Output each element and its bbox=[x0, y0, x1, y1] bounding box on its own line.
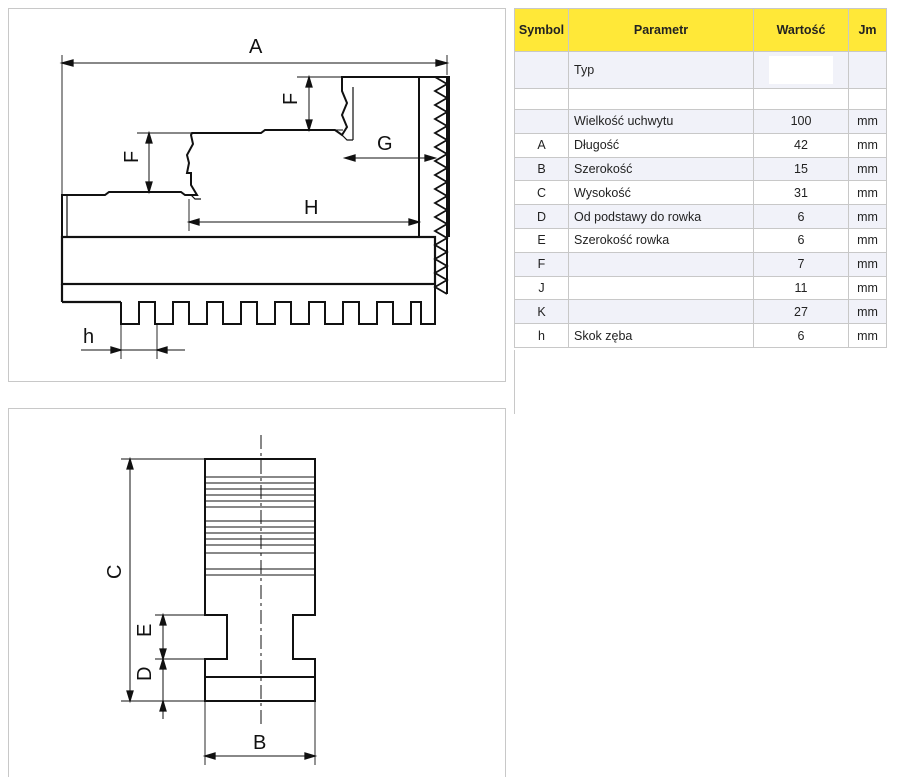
table-row: E Szerokość rowka 6 mm bbox=[514, 227, 887, 253]
dimension-label-b: B bbox=[253, 732, 266, 754]
right-teeth bbox=[433, 76, 449, 295]
table-row-size: Wielkość uchwytu 100 mm bbox=[514, 109, 887, 134]
row-unit: mm bbox=[848, 275, 887, 301]
size-value: 100 bbox=[753, 109, 849, 134]
header-unit: Jm bbox=[848, 8, 887, 52]
row-symbol: E bbox=[514, 227, 569, 253]
row-value: 27 bbox=[753, 299, 849, 325]
dimension-label-e: E bbox=[134, 624, 156, 637]
typ-value-box bbox=[769, 56, 833, 84]
row-symbol: J bbox=[514, 275, 569, 301]
parameter-table: Symbol Parametr Wartość Jm Typ Wielkość … bbox=[514, 8, 887, 348]
table-row: C Wysokość 31 mm bbox=[514, 180, 887, 206]
table-row: B Szerokość 15 mm bbox=[514, 156, 887, 182]
row-unit: mm bbox=[848, 180, 887, 206]
dimension-label-c: C bbox=[104, 565, 126, 579]
row-symbol: F bbox=[514, 251, 569, 277]
header-value: Wartość bbox=[753, 8, 849, 52]
row-symbol: B bbox=[514, 156, 569, 182]
parameter-table-container: Symbol Parametr Wartość Jm Typ Wielkość … bbox=[514, 8, 887, 414]
row-symbol: A bbox=[514, 132, 569, 158]
side-view-drawing: A F F G H h bbox=[59, 36, 450, 359]
dimension-label-f-upper: F bbox=[280, 93, 302, 105]
jaw-base-body bbox=[60, 235, 437, 286]
row-value: 11 bbox=[753, 275, 849, 301]
row-value: 7 bbox=[753, 251, 849, 277]
row-unit: mm bbox=[848, 299, 887, 325]
row-value: 15 bbox=[753, 156, 849, 182]
table-header-row: Symbol Parametr Wartość Jm bbox=[514, 8, 887, 52]
row-symbol: h bbox=[514, 323, 569, 348]
table-row: A Długość 42 mm bbox=[514, 132, 887, 158]
front-view-drawing-panel: C E D B bbox=[8, 408, 506, 777]
row-parameter: Szerokość rowka bbox=[568, 227, 754, 253]
row-unit: mm bbox=[848, 251, 887, 277]
table-row: D Od podstawy do rowka 6 mm bbox=[514, 204, 887, 229]
row-value: 42 bbox=[753, 132, 849, 158]
dimension-label-h-small: h bbox=[83, 326, 94, 348]
row-parameter: Długość bbox=[568, 132, 754, 158]
size-unit: mm bbox=[848, 109, 887, 134]
dimension-label-f-lower: F bbox=[121, 151, 143, 163]
row-symbol: K bbox=[514, 299, 569, 325]
size-label: Wielkość uchwytu bbox=[568, 109, 754, 134]
row-parameter: Skok zęba bbox=[568, 323, 754, 348]
step-profile bbox=[61, 76, 450, 237]
row-symbol: C bbox=[514, 180, 569, 206]
row-value: 6 bbox=[753, 227, 849, 253]
row-unit: mm bbox=[848, 156, 887, 182]
row-parameter bbox=[568, 275, 754, 301]
row-value: 6 bbox=[753, 323, 849, 348]
table-row: h Skok zęba 6 mm bbox=[514, 323, 887, 348]
table-row-typ: Typ bbox=[514, 51, 887, 89]
row-value: 6 bbox=[753, 204, 849, 229]
row-unit: mm bbox=[848, 204, 887, 229]
dimension-label-d: D bbox=[134, 667, 156, 681]
side-view-drawing-panel: A F F G H h bbox=[8, 8, 506, 382]
dimension-label-g: G bbox=[377, 133, 393, 155]
front-view-drawing: C E D B bbox=[104, 435, 318, 765]
row-unit: mm bbox=[848, 227, 887, 253]
row-parameter bbox=[568, 251, 754, 277]
row-parameter: Szerokość bbox=[568, 156, 754, 182]
table-row: J 11 mm bbox=[514, 275, 887, 301]
row-parameter: Od podstawy do rowka bbox=[568, 204, 754, 229]
grooves bbox=[205, 476, 315, 576]
table-row: F 7 mm bbox=[514, 251, 887, 277]
dimension-label-h-big: H bbox=[304, 197, 318, 219]
header-symbol: Symbol bbox=[514, 8, 569, 52]
row-symbol: D bbox=[514, 204, 569, 229]
header-parameter: Parametr bbox=[568, 8, 754, 52]
dimension-label-a: A bbox=[249, 36, 263, 58]
bottom-teeth bbox=[120, 284, 436, 325]
row-parameter bbox=[568, 299, 754, 325]
typ-label: Typ bbox=[568, 51, 754, 89]
row-parameter: Wysokość bbox=[568, 180, 754, 206]
row-value: 31 bbox=[753, 180, 849, 206]
table-row-empty bbox=[514, 88, 887, 110]
row-unit: mm bbox=[848, 132, 887, 158]
row-unit: mm bbox=[848, 323, 887, 348]
table-row: K 27 mm bbox=[514, 299, 887, 325]
